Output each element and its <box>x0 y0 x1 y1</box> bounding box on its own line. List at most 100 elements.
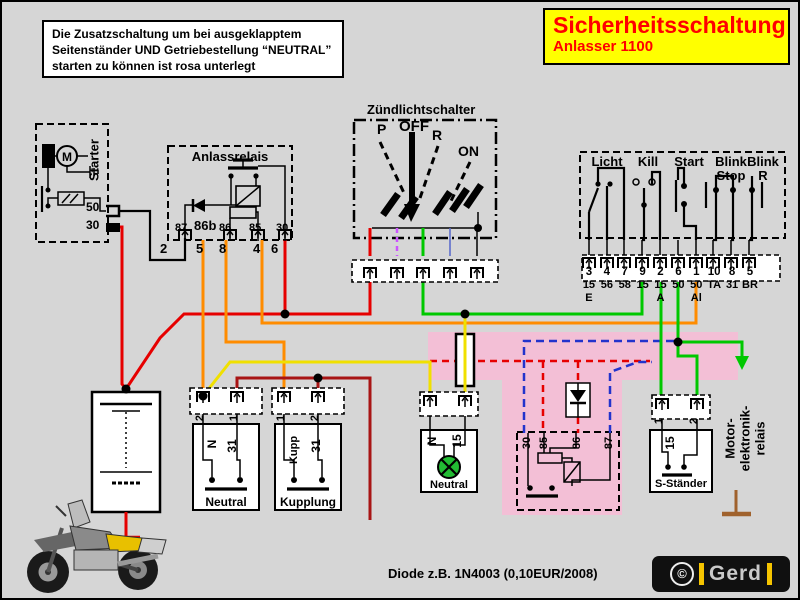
sstaender-contact-dot <box>665 464 671 470</box>
relay-internal-wires <box>527 433 611 486</box>
anlassrelais-pin2: 2 <box>160 241 168 256</box>
switch-contact-bar <box>432 190 453 216</box>
lamp-terminal-n: N <box>425 436 439 446</box>
starter-internal-wires <box>47 168 106 212</box>
neutral-caption: Neutral <box>205 495 247 509</box>
relay-contact-dot <box>527 485 533 491</box>
wire-red-starter-30 <box>120 225 128 390</box>
position-p-arm <box>378 141 406 194</box>
wire-green-15-bus <box>421 228 644 316</box>
wire-green-arrow <box>678 340 744 358</box>
sstaender-contact-dot <box>681 464 687 470</box>
page-subtitle: Anlasser 1100 <box>553 38 654 56</box>
switch-label-blink-stop: Blink Stop <box>715 154 747 183</box>
zls-bottom-rail <box>372 212 479 229</box>
junction-dot <box>460 309 470 319</box>
anlassrelais-label: Anlassrelais <box>191 149 269 164</box>
handlebar-switch-box <box>579 151 786 239</box>
start-switch <box>674 166 698 240</box>
switch-contact-bar <box>380 191 401 218</box>
copyright-icon: © <box>669 562 694 586</box>
anlassrelais-coil-diagonal <box>235 185 261 207</box>
kupplung-conn-1: 1 <box>275 414 287 422</box>
wire-blue-dashed-30 <box>522 339 678 433</box>
switch-contact-bar <box>449 187 470 213</box>
blink-r-switch <box>749 176 764 242</box>
anlassrelais-t86: 86 <box>219 222 232 234</box>
anlassrelais-pin4: 4 <box>253 241 261 256</box>
kupplung-terminal-kupp: Kupp <box>288 435 300 465</box>
neutral-contact-dot <box>237 477 243 483</box>
starter-ground-icon <box>89 166 99 178</box>
motorcycle-image <box>27 499 167 593</box>
switch-label-kill: Kill <box>637 154 659 169</box>
gerd-logo: © Gerd <box>652 556 790 592</box>
diode-note: Diode z.B. 1N4003 (0,10EUR/2008) <box>388 566 598 581</box>
wire-orange-pin8-kupplung <box>224 240 286 392</box>
anlassrelais-diode <box>193 199 205 212</box>
kill-switch <box>642 170 662 242</box>
anlassrelais-pin5: 5 <box>196 241 204 256</box>
relay-terminal-86: 86 <box>571 436 583 450</box>
lamp-caption: Neutral <box>430 479 468 491</box>
kupplung-internal-wires <box>283 414 323 477</box>
logo-bar <box>767 563 772 585</box>
kupplung-caption: Kupplung <box>280 495 336 509</box>
sstaender-internal-wires <box>661 417 698 465</box>
zuendlichtschalter-box <box>352 118 498 240</box>
neutral-terminal-n: N <box>205 439 219 449</box>
starter-internal-wires <box>55 155 90 173</box>
neutral-switch-box <box>192 423 260 511</box>
starter-solenoid <box>42 144 55 168</box>
logo-bar <box>698 563 704 585</box>
junction-dot <box>673 337 683 347</box>
junction-dot <box>280 309 290 319</box>
junction-dot <box>313 373 323 383</box>
lamp-terminal-15: 15 <box>450 434 464 448</box>
motor-symbol-label: M <box>62 150 72 164</box>
switch-contact-bar <box>463 183 484 209</box>
starter-relay-coil <box>57 191 85 206</box>
relay-terminal-30: 30 <box>521 436 533 450</box>
position-on-arm <box>448 161 472 204</box>
anlassrelais-pin8: 8 <box>219 241 227 256</box>
switch-label-blink-r: Blink R <box>747 154 779 183</box>
relay-terminal-87: 87 <box>603 436 615 450</box>
starter-label: Starter <box>86 139 102 181</box>
anlassrelais-pin6: 6 <box>271 241 279 256</box>
sstaender-conn-1: 1 <box>653 417 665 425</box>
diode-symbol <box>570 390 586 402</box>
neutral-terminal-31: 31 <box>225 439 239 453</box>
relay-contact-dot <box>549 485 555 491</box>
zls-pos-r: R <box>432 127 443 143</box>
title-box: Sicherheitsschaltung Anlasser 1100 <box>543 8 790 65</box>
handlebar-pin-stubs <box>588 240 750 256</box>
zls-label: Zündlichtschalter <box>367 102 476 117</box>
starter-contact-dot <box>45 187 51 193</box>
kupplung-conn-2: 2 <box>309 414 321 422</box>
neutral-conn-1: 1 <box>228 414 240 422</box>
relay-terminal-85: 85 <box>538 436 550 450</box>
zls-pos-p: P <box>377 121 387 137</box>
starter-terminal-30-pin <box>106 223 120 232</box>
neutral-conn-2: 2 <box>194 414 206 422</box>
anlassrelais-t87: 87 <box>175 222 188 234</box>
position-r-arm <box>418 145 440 199</box>
pink-highlight-relay-area <box>502 332 622 515</box>
junction-dot <box>198 391 208 401</box>
motor-elektronik-relais-label: Motor- elektronik- relais <box>722 405 768 472</box>
starter-coil-hatch <box>61 193 79 204</box>
licht-contact-dot <box>595 181 601 187</box>
junction-dot <box>474 224 482 232</box>
sstaender-terminal-15: 15 <box>663 436 677 450</box>
